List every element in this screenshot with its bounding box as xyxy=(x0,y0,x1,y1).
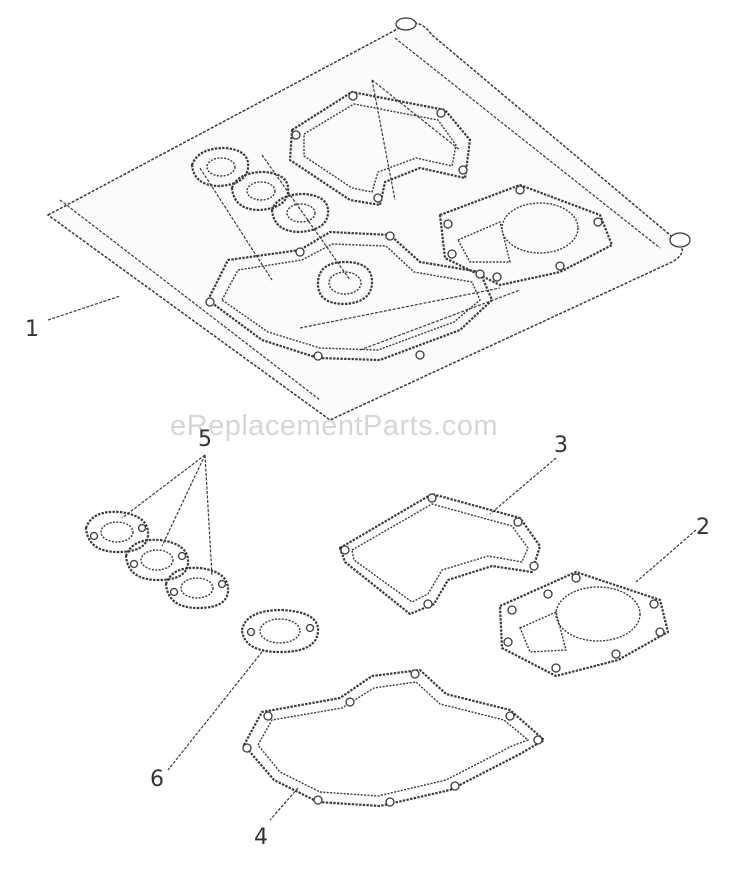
callout-leader-6 xyxy=(167,651,263,771)
callout-3: 3 xyxy=(554,433,568,458)
callout-leader-5a xyxy=(121,454,206,519)
callout-leader-5c xyxy=(204,454,213,577)
watermark: eReplacementParts.com xyxy=(170,410,498,442)
gasket-kit-package xyxy=(46,17,691,421)
callout-4: 4 xyxy=(254,825,268,850)
cylinder-head-gasket xyxy=(498,570,670,678)
callout-2: 2 xyxy=(696,515,710,540)
callout-1: 1 xyxy=(25,317,39,342)
manifold-gaskets xyxy=(84,510,230,610)
callout-5: 5 xyxy=(198,427,212,452)
intake-gasket xyxy=(240,608,320,654)
callout-leader-2 xyxy=(635,529,697,583)
callout-leader-4 xyxy=(269,787,299,821)
callout-leader-5b xyxy=(161,454,206,547)
crankcase-gasket xyxy=(242,668,546,808)
valve-cover-gasket xyxy=(338,492,542,616)
callout-leader-3 xyxy=(489,457,557,515)
callout-leader-1 xyxy=(47,295,121,321)
callout-6: 6 xyxy=(150,767,164,792)
